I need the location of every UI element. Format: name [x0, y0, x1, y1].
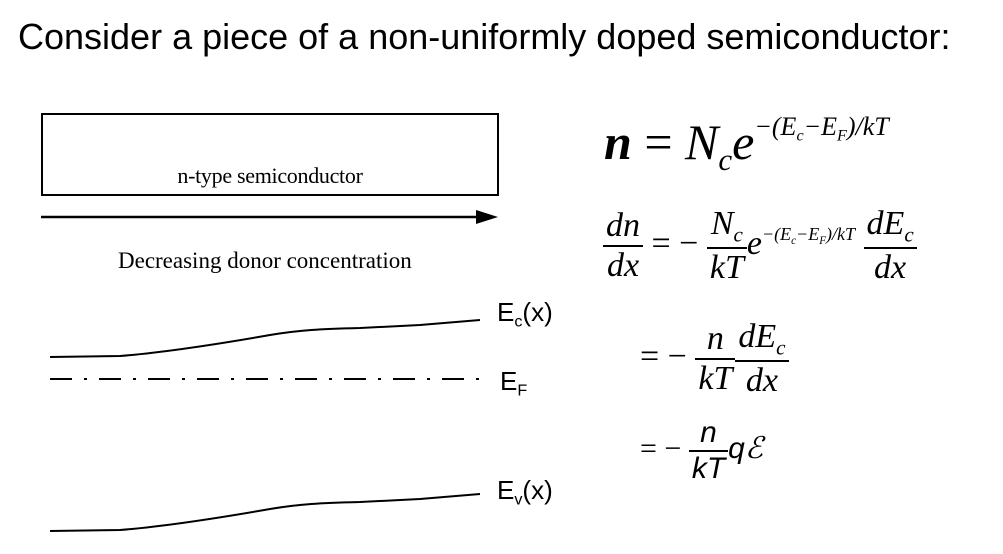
arrow-label: Decreasing donor concentration [118, 248, 412, 273]
valence-band-edge [49, 493, 481, 532]
semiconductor-box: n-type semiconductor [41, 113, 499, 196]
ev-label: Ev(x) [497, 475, 553, 509]
ec-label: Ec(x) [497, 297, 553, 331]
slide-title: Consider a piece of a non-uniformly dope… [18, 16, 951, 57]
gradient-arrow-head [476, 210, 498, 224]
box-label: n-type semiconductor [177, 163, 363, 188]
ef-label: EF [500, 366, 528, 400]
equation-electron-density: n = Nce−(Ec−EF)/kT [604, 112, 889, 177]
conduction-band-edge [49, 319, 481, 358]
